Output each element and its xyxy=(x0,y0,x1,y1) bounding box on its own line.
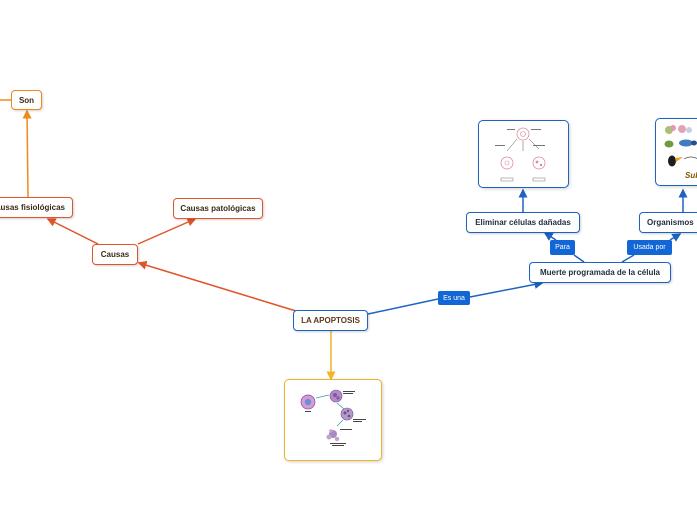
organisms-illustration xyxy=(664,125,697,167)
causas-patologicas-node[interactable]: Causas patológicas xyxy=(173,198,263,219)
link-root-muerte xyxy=(367,298,439,315)
eliminar-node[interactable]: Eliminar células dañadas xyxy=(466,212,580,233)
root-node[interactable]: LA APOPTOSIS xyxy=(293,310,368,331)
organismos-label: Organismos xyxy=(647,218,694,227)
link-para-eliminar xyxy=(543,232,557,241)
apoptosis-stages-illustration xyxy=(300,389,366,446)
link-tag-usada-por[interactable]: Usada por xyxy=(627,240,672,255)
link-tag-para-label: Para xyxy=(555,244,570,251)
muerte-label: Muerte programada de la célula xyxy=(539,268,661,277)
causas-label: Causas xyxy=(100,250,130,259)
link-tag-para[interactable]: Para xyxy=(550,240,575,255)
organisms-caption: Sub xyxy=(685,171,697,180)
link-muerte-usada xyxy=(621,254,635,263)
link-tag-es-una[interactable]: Es una xyxy=(438,291,470,305)
organisms-image[interactable]: Sub xyxy=(655,118,697,186)
apoptosis-stages-image[interactable] xyxy=(284,379,382,461)
link-causas-pato xyxy=(137,217,197,245)
link-fisio-son xyxy=(22,109,32,198)
son-label: Son xyxy=(18,95,35,105)
causas-fisiologicas-label: Causas fisiológicas xyxy=(0,203,65,212)
damaged-cells-image[interactable] xyxy=(478,120,569,188)
causas-node[interactable]: Causas xyxy=(92,244,138,265)
causas-patologicas-label: Causas patológicas xyxy=(180,204,256,213)
link-esuna-muerte xyxy=(469,280,544,298)
son-node[interactable]: Son xyxy=(11,90,42,110)
link-tag-es-una-label: Es una xyxy=(443,294,465,302)
damaged-cells-diagram xyxy=(495,127,546,182)
causas-fisiologicas-node[interactable]: Causas fisiológicas xyxy=(0,197,73,218)
muerte-node[interactable]: Muerte programada de la célula xyxy=(529,262,671,283)
eliminar-label: Eliminar células dañadas xyxy=(475,218,571,227)
link-tag-usada-por-label: Usada por xyxy=(633,244,666,251)
link-root-causas xyxy=(137,260,297,312)
root-label: LA APOPTOSIS xyxy=(301,316,360,325)
organismos-node[interactable]: Organismos xyxy=(639,212,697,233)
link-causas-fisio xyxy=(46,218,99,245)
link-usada-organismos xyxy=(669,233,682,242)
link-muerte-para xyxy=(573,254,585,263)
